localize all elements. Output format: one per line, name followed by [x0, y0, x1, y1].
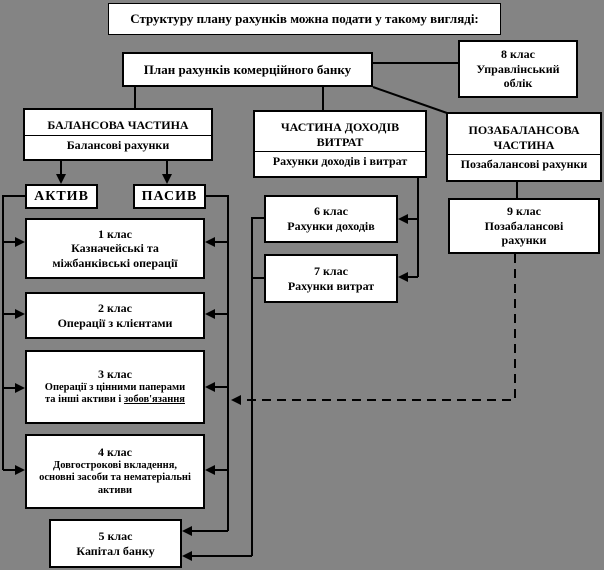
- class6-body: Рахунки доходів: [287, 219, 375, 233]
- income-part-sub: Рахунки доходів і витрат: [272, 154, 408, 169]
- balance-part-header: БАЛАНСОВА ЧАСТИНА: [25, 117, 211, 136]
- class2-body: Операції з клієнтами: [57, 315, 173, 330]
- class8-line1: 8 клас: [501, 47, 535, 62]
- class8-line2: Управлінський: [476, 61, 560, 76]
- node-offbalance-part: ПОЗАБАЛАНСОВА ЧАСТИНА Позабалансові раху…: [446, 112, 602, 182]
- class3-body: Операції з цінними паперами та інші акти…: [27, 382, 203, 408]
- class3-body-text: Операції з цінними паперами та інші акти…: [44, 381, 186, 406]
- node-class4: 4 клас Довгострокові вкладення, основні …: [25, 434, 205, 509]
- offbalance-part-header: ПОЗАБАЛАНСОВА ЧАСТИНА: [448, 122, 600, 156]
- class4-title: 4 клас: [98, 444, 132, 459]
- aktiv-label: АКТИВ: [34, 188, 89, 204]
- class2-title: 2 клас: [98, 300, 132, 315]
- node-class7: 7 клас Рахунки витрат: [264, 254, 398, 303]
- class3-body-underlined: зобов'язання: [123, 394, 185, 406]
- node-plan-label: План рахунків комерційного банку: [143, 61, 352, 77]
- node-class3: 3 клас Операції з цінними паперами та ін…: [25, 350, 205, 424]
- diagram-title: Структуру плану рахунків можна подати у …: [130, 11, 479, 27]
- node-class5: 5 клас Капітал банку: [49, 519, 182, 568]
- node-class6: 6 клас Рахунки доходів: [264, 195, 398, 243]
- class1-title: 1 клас: [98, 226, 132, 241]
- class3-title: 3 клас: [98, 366, 132, 381]
- node-plan-rahunkiv: План рахунків комерційного банку: [122, 52, 373, 87]
- class4-body: Довгострокові вкладення, основні засоби …: [39, 459, 191, 497]
- class8-line3: облік: [503, 76, 533, 91]
- node-class9: 9 клас Позабалансові рахунки: [448, 198, 600, 254]
- class9-body: Позабалансові рахунки: [484, 218, 564, 248]
- class5-body: Капітал банку: [76, 543, 155, 558]
- offbalance-part-sub: Позабалансові рахунки: [460, 157, 588, 172]
- class5-title: 5 клас: [98, 528, 133, 543]
- diagram-title-box: Структуру плану рахунків можна подати у …: [108, 3, 501, 35]
- pasiv-label: ПАСИВ: [141, 188, 198, 204]
- node-income-expense-part: ЧАСТИНА ДОХОДІВ ВИТРАТ Рахунки доходів і…: [253, 110, 427, 178]
- node-class1: 1 клас Казначейські та міжбанківські опе…: [25, 218, 205, 279]
- class6-title: 6 клас: [314, 204, 348, 219]
- balance-part-sub: Балансові рахунки: [66, 137, 170, 152]
- node-aktiv: АКТИВ: [25, 184, 98, 209]
- node-balance-part: БАЛАНСОВА ЧАСТИНА Балансові рахунки: [23, 108, 213, 161]
- class7-title: 7 клас: [314, 263, 348, 278]
- node-class2: 2 клас Операції з клієнтами: [25, 292, 205, 339]
- node-class8: 8 клас Управлінський облік: [458, 40, 578, 98]
- node-pasiv: ПАСИВ: [133, 184, 206, 209]
- class7-body: Рахунки витрат: [287, 278, 375, 293]
- class9-title: 9 клас: [507, 204, 541, 219]
- class1-body: Казначейські та міжбанківські операції: [52, 241, 178, 270]
- income-part-header: ЧАСТИНА ДОХОДІВ ВИТРАТ: [255, 119, 425, 153]
